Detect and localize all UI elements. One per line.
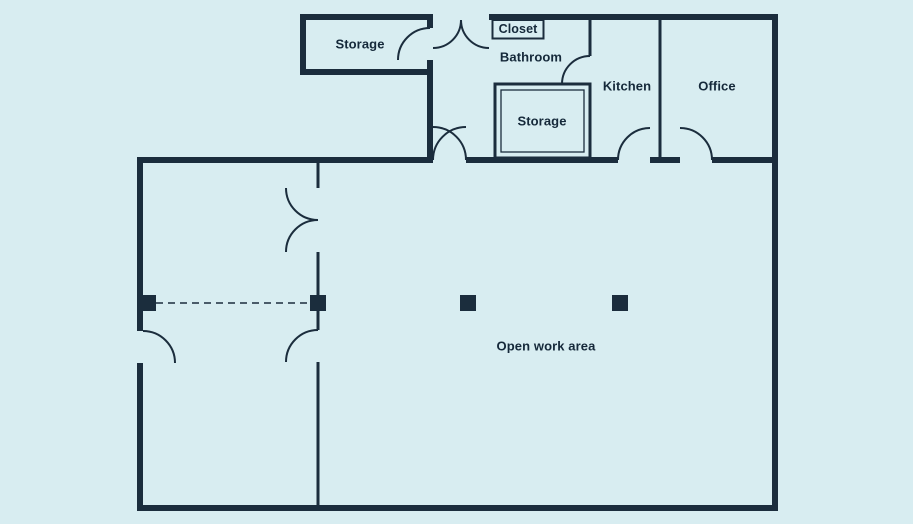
door-arcs	[142, 19, 713, 364]
left-room-lower-door-arc	[285, 329, 319, 363]
kitchen-office-wall	[658, 20, 662, 157]
column-marker	[310, 295, 326, 311]
left-exterior-door-arc	[142, 330, 176, 364]
wall-top-right-segment	[489, 14, 778, 20]
interior-walls	[316, 20, 662, 505]
corridor-wall	[427, 60, 433, 163]
column-marker	[460, 295, 476, 311]
left-room-double-door-arc-lower	[285, 219, 319, 253]
room-label-open-work-area: Open work area	[496, 338, 596, 354]
room-label-storage-inner: Storage	[517, 113, 567, 129]
storage-room-left-wall	[300, 14, 306, 75]
room-label-bathroom: Bathroom	[499, 49, 563, 65]
corridor-wall-upper-stub	[427, 20, 433, 28]
inner-storage-outer-outline	[493, 82, 592, 160]
bathroom-kitchen-wall	[588, 20, 592, 56]
wall-left-lower	[137, 363, 143, 505]
column-markers	[140, 295, 628, 311]
left-room-wall-upper	[316, 163, 320, 188]
corridor-door-arc-2	[432, 126, 467, 161]
column-marker	[140, 295, 156, 311]
inner-storage-room	[493, 82, 592, 160]
room-label-kitchen: Kitchen	[602, 78, 652, 94]
left-room-wall-middle	[316, 252, 320, 330]
entrance-door-left-arc	[432, 19, 462, 49]
storage-door-arc	[397, 27, 431, 61]
mid-wall-segment-1	[137, 157, 433, 163]
mid-wall-segment-4	[712, 157, 778, 163]
wall-right	[772, 14, 778, 511]
left-room-wall-lower	[316, 362, 320, 505]
entrance-door-right-arc	[460, 19, 490, 49]
kitchen-door-arc	[617, 127, 651, 161]
left-room-double-door-arc-upper	[285, 187, 319, 221]
office-door-arc	[679, 127, 713, 161]
bathroom-door-arc	[561, 55, 591, 85]
room-label-office: Office	[698, 78, 736, 94]
inner-storage-inner-outline	[500, 89, 585, 153]
mid-wall-segment-3	[650, 157, 680, 163]
storage-room-bottom-wall	[300, 69, 433, 75]
room-label-storage-top: Storage	[335, 36, 385, 52]
wall-left-upper	[137, 157, 143, 331]
room-label-closet: Closet	[498, 22, 538, 36]
mid-wall-segment-2	[466, 157, 618, 163]
wall-top-left-segment	[300, 14, 433, 20]
corridor-door-arc-1	[432, 126, 467, 161]
column-marker	[612, 295, 628, 311]
wall-bottom	[137, 505, 778, 511]
exterior-walls	[137, 14, 778, 511]
closet-outline	[491, 19, 545, 40]
